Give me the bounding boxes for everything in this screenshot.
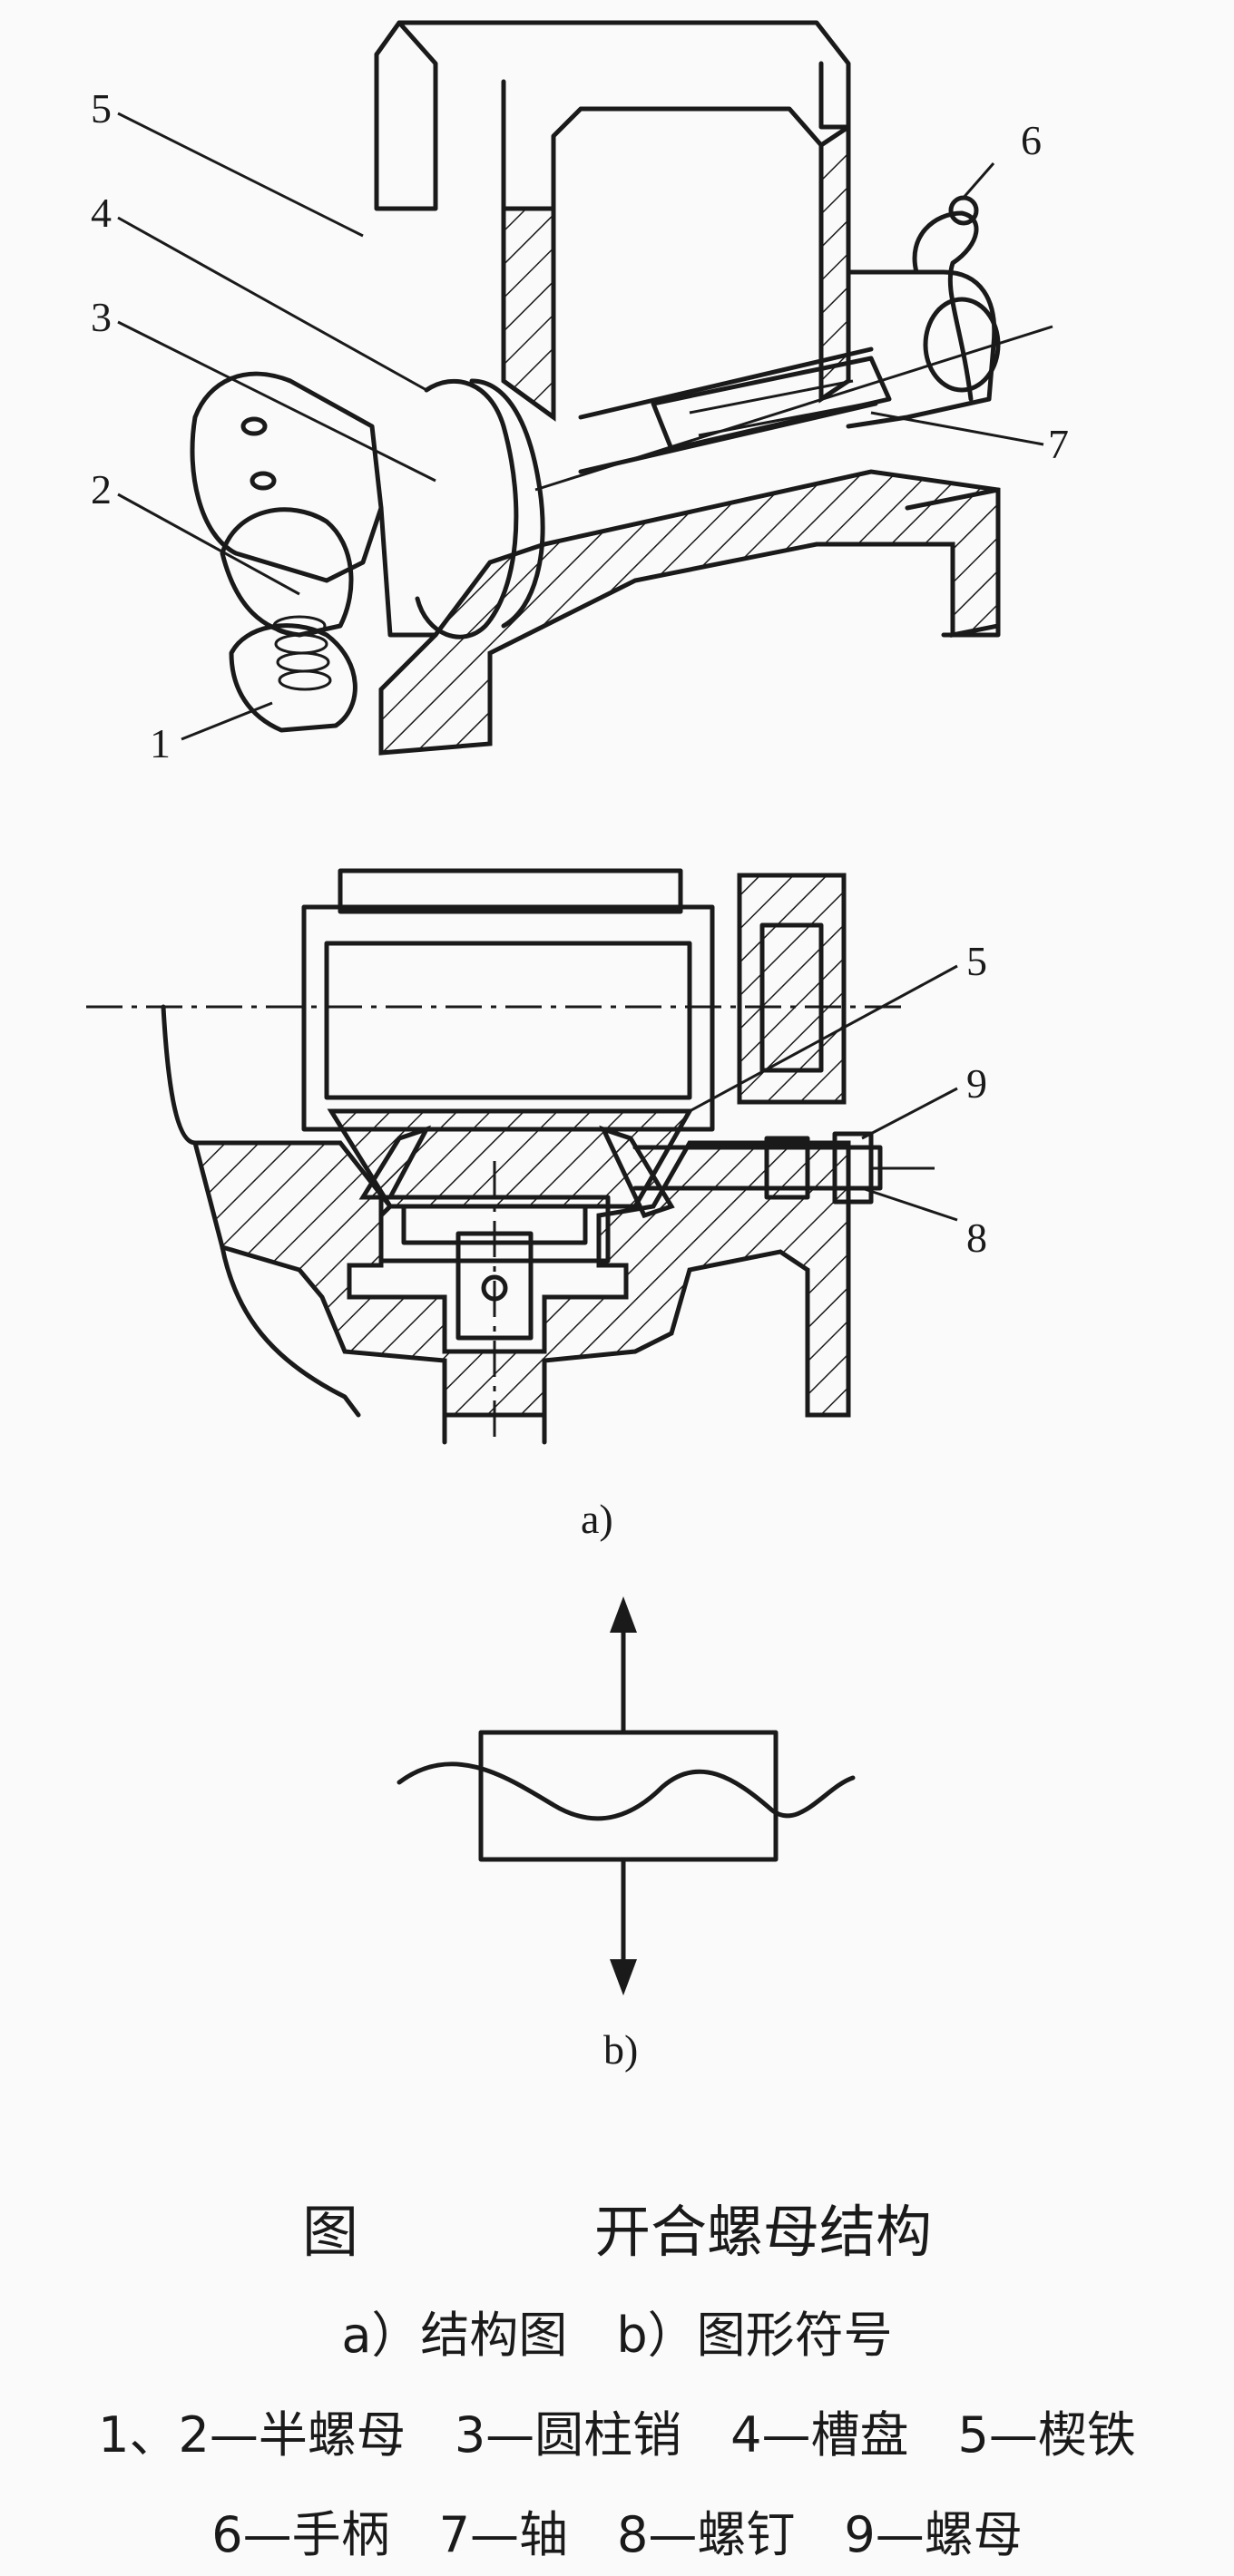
section-view-labels: 5 9 8 — [689, 938, 987, 1261]
shaft-collar — [651, 356, 892, 452]
leader-8 — [861, 1186, 958, 1222]
leader-6 — [960, 162, 995, 200]
slider-top-rib — [338, 868, 683, 914]
frame-top — [374, 20, 851, 130]
label-8: 8 — [966, 1215, 987, 1261]
subfig-a-label: a) — [581, 1496, 613, 1542]
label-1: 1 — [150, 720, 171, 766]
label-5b: 5 — [966, 938, 987, 984]
leader-3 — [117, 320, 436, 483]
symbol-wave — [397, 1761, 856, 1821]
label-4: 4 — [91, 190, 112, 236]
figure-subcaption: a）结构图 b）图形符号 — [341, 2307, 893, 2364]
screw-hole-2 — [250, 471, 277, 491]
arrow-down-head — [610, 1959, 637, 1995]
lead-screw-thread — [272, 615, 332, 691]
handle-6 — [912, 210, 979, 402]
legend-line-1: 1、2—半螺母 3—圆柱销 4—槽盘 5—楔铁 — [98, 2406, 1136, 2464]
housing-lower-left — [220, 1244, 361, 1418]
frame-inner-wall-hatched — [501, 206, 556, 422]
top-view-labels: 5 4 3 2 1 6 7 — [91, 85, 1069, 766]
label-6: 6 — [1021, 117, 1042, 163]
handle-knob — [948, 195, 979, 226]
right-column-hatched — [737, 873, 847, 1105]
label-2: 2 — [91, 466, 112, 512]
leader-5b — [689, 964, 958, 1113]
leader-2 — [117, 493, 300, 596]
screw-hole-1 — [240, 416, 268, 436]
shaft-7-upper — [578, 346, 874, 420]
assembly-perspective-view — [190, 20, 1053, 756]
nut-guide — [378, 505, 438, 638]
figure-title-text: 开合螺母结构 — [594, 2199, 933, 2265]
half-nut-2 — [220, 507, 354, 638]
label-5: 5 — [91, 85, 112, 132]
frame-left-column — [374, 20, 438, 211]
leader-5 — [117, 112, 364, 238]
mechanism-drawing: 5 4 3 2 1 6 7 — [86, 20, 1069, 2073]
label-7: 7 — [1048, 421, 1069, 467]
symbol-box — [478, 1730, 779, 1862]
figure-title: 图 开合螺母结构 — [0, 2186, 1234, 2268]
right-column-slot — [759, 922, 824, 1073]
section-view — [86, 868, 935, 1445]
housing-left-edge — [161, 1004, 198, 1146]
leader-1 — [181, 701, 273, 741]
shaft-stub — [442, 1412, 547, 1445]
arrow-up-head — [610, 1596, 637, 1633]
leader-4 — [117, 216, 427, 392]
label-9: 9 — [966, 1060, 987, 1107]
legend-line-2: 6—手柄 7—轴 8—螺钉 9—螺母 — [211, 2506, 1023, 2563]
leader-9 — [861, 1087, 958, 1140]
half-nut-1 — [229, 623, 357, 733]
screw-nut-9 — [764, 1136, 810, 1200]
shaft-centerline — [534, 325, 1053, 492]
leader-7 — [870, 411, 1044, 446]
slider-inner — [324, 941, 692, 1100]
half-nut-block — [190, 371, 384, 583]
fig-prefix: 图 — [301, 2199, 358, 2265]
label-3: 3 — [91, 294, 112, 340]
base-plate-hatched — [378, 469, 1001, 756]
graphic-symbol — [397, 1596, 856, 1995]
base-right — [905, 487, 1001, 638]
subfig-b-label: b) — [603, 2026, 638, 2073]
